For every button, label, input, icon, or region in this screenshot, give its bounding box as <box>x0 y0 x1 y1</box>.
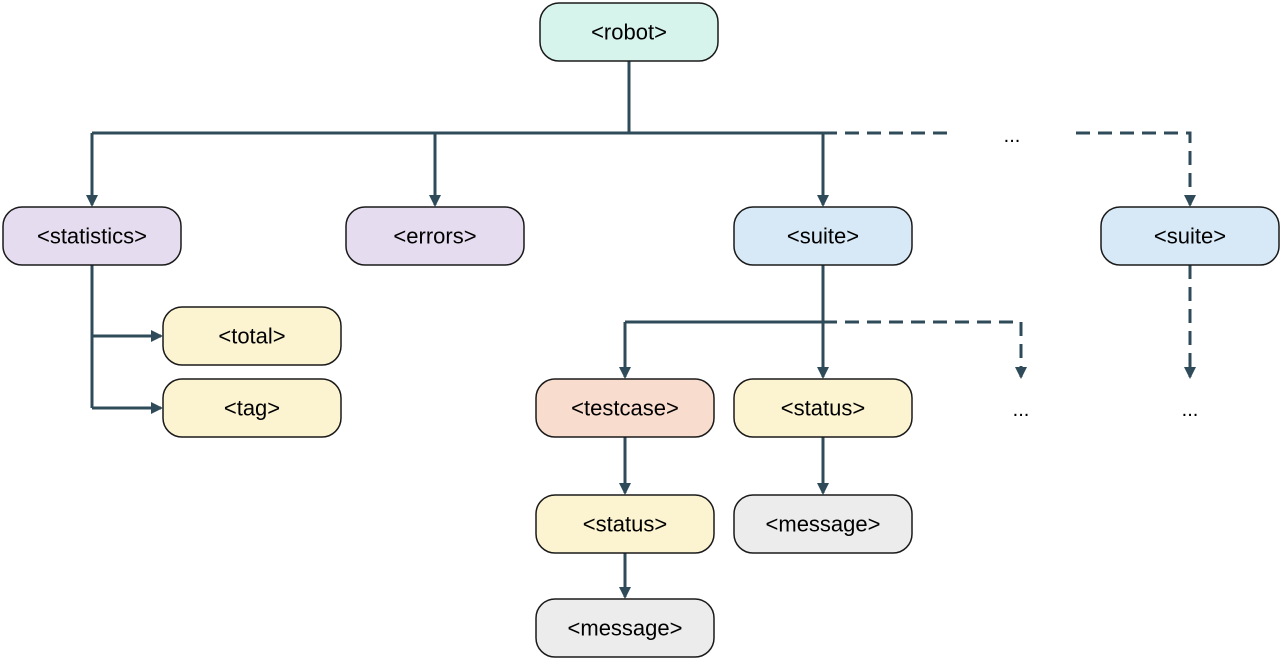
node-suite-2: <suite> <box>1100 206 1280 266</box>
node-testcase-label: <testcase> <box>571 396 679 421</box>
node-testcase: <testcase> <box>535 378 715 438</box>
node-total-label: <total> <box>218 324 285 349</box>
node-tag-label: <tag> <box>224 396 280 421</box>
node-testcase-message-box <box>535 598 715 658</box>
node-statistics-box <box>2 206 182 266</box>
node-testcase-message-label: <message> <box>568 616 683 641</box>
edge-suite-bus-dashed <box>823 320 1027 379</box>
node-suite-1-box <box>733 206 913 266</box>
node-suite-message-label: <message> <box>766 512 881 537</box>
node-suite-1-label: <suite> <box>787 224 859 249</box>
node-robot-box <box>539 2 719 62</box>
node-suite-status-label: <status> <box>781 396 865 421</box>
node-testcase-status-label: <status> <box>583 512 667 537</box>
node-errors-box <box>345 206 525 266</box>
ellipsis-suite-children: ... <box>1013 399 1030 421</box>
node-tag-box <box>162 378 342 438</box>
node-statistics-label: <statistics> <box>37 224 147 249</box>
node-suite-1: <suite> <box>733 206 913 266</box>
node-testcase-box <box>535 378 715 438</box>
node-robot-label: <robot> <box>591 20 667 45</box>
node-suite-2-box <box>1100 206 1280 266</box>
node-errors-label: <errors> <box>393 224 476 249</box>
node-tag: <tag> <box>162 378 342 438</box>
node-total: <total> <box>162 306 342 366</box>
node-suite-message: <message> <box>733 494 913 554</box>
ellipsis-top: ... <box>1004 125 1021 147</box>
node-statistics: <statistics> <box>2 206 182 266</box>
node-errors: <errors> <box>345 206 525 266</box>
node-suite-status-box <box>733 378 913 438</box>
node-testcase-message: <message> <box>535 598 715 658</box>
node-suite-status: <status> <box>733 378 913 438</box>
node-robot: <robot> <box>539 2 719 62</box>
node-testcase-status-box <box>535 494 715 554</box>
node-total-box <box>162 306 342 366</box>
ellipsis-suite-2-children: ... <box>1182 399 1199 421</box>
edge-top-bus-dashed-right <box>1076 131 1196 207</box>
edges <box>86 61 1196 599</box>
node-suite-message-box <box>733 494 913 554</box>
node-testcase-status: <status> <box>535 494 715 554</box>
node-suite-2-label: <suite> <box>1154 224 1226 249</box>
